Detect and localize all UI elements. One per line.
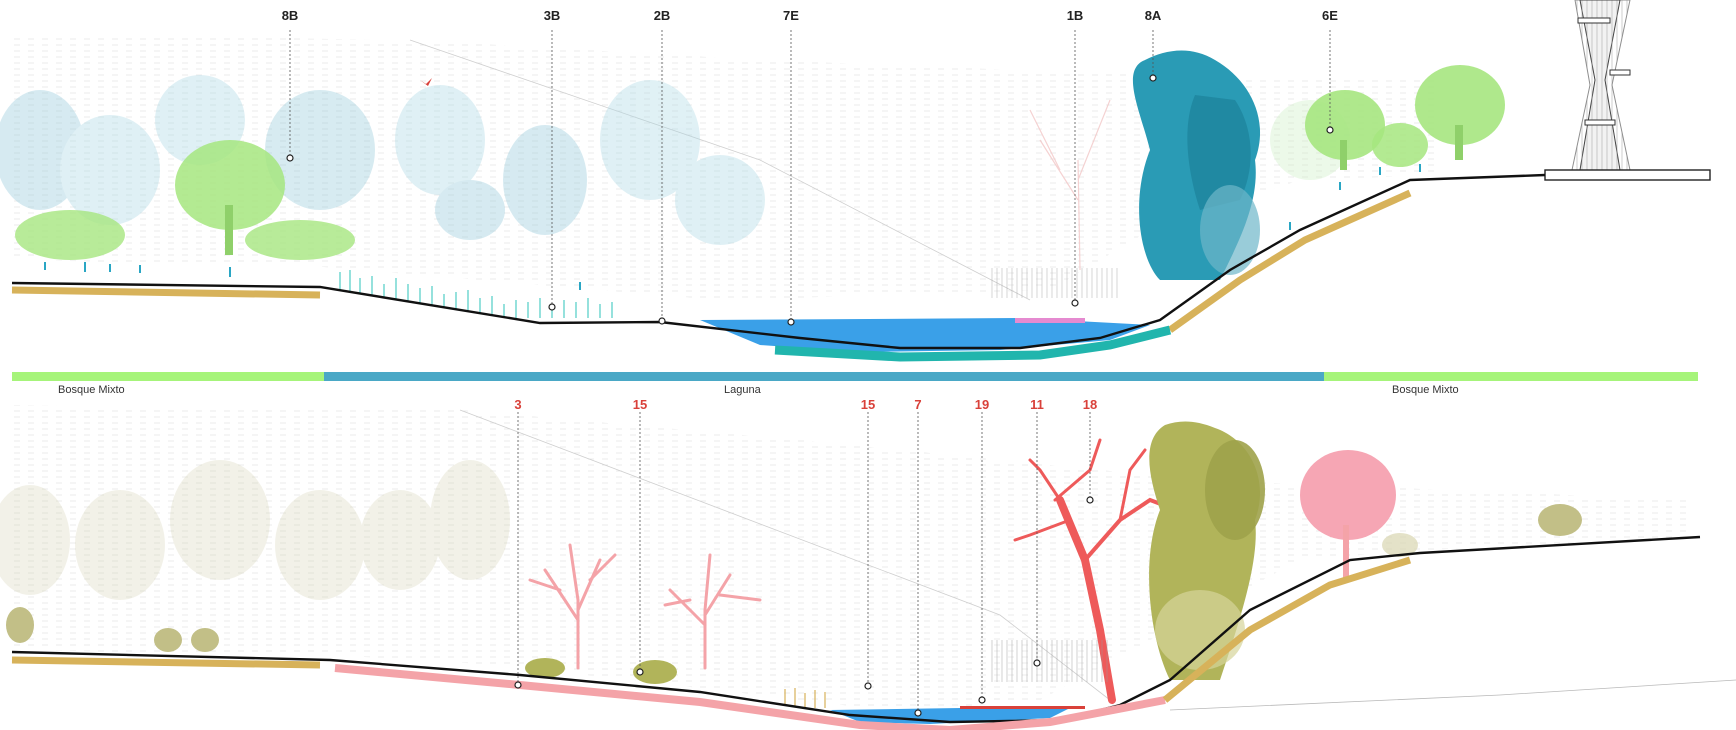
- bottom-olive-tree: [1149, 421, 1265, 680]
- zone-bar: Bosque Mixto Laguna Bosque Mixto: [12, 372, 1698, 396]
- top-teal-tree: [1132, 50, 1261, 280]
- top-teal-edge: [774, 325, 1172, 362]
- bottom-pink-tree: [1300, 450, 1396, 580]
- zone-label-laguna: Laguna: [724, 384, 762, 396]
- top-marker-dots: [286, 74, 1334, 326]
- bottom-terrain-line: [1169, 679, 1736, 711]
- marker-label-8a: 8A: [1145, 8, 1162, 23]
- marker-label-1b: 1B: [1067, 8, 1084, 23]
- top-bank-left: [11, 286, 321, 299]
- bottom-bank-left: [11, 656, 321, 669]
- observation-tower: [1544, 0, 1711, 181]
- bottom-reeds: [784, 688, 826, 708]
- zone-bar-laguna: [324, 372, 1324, 381]
- top-boardwalk: [990, 268, 1120, 298]
- bottom-leaders: [517, 412, 1091, 713]
- top-water: [700, 318, 1150, 352]
- marker-label-15b: 15: [861, 397, 875, 412]
- top-green-trees: [15, 65, 1505, 260]
- top-marker-labels: 8B 3B 2B 7E 1B 8A 6E: [282, 8, 1339, 23]
- bottom-hatched-fill: [500, 640, 1000, 700]
- top-reeds: [339, 270, 613, 318]
- top-pink-marker: [1015, 318, 1085, 323]
- bottom-marker-dots: [514, 496, 1094, 717]
- marker-label-3: 3: [514, 397, 521, 412]
- top-sky-hatch: [12, 35, 1440, 300]
- bottom-bank-right: [1162, 556, 1412, 703]
- marker-label-18: 18: [1083, 397, 1097, 412]
- bottom-marker-labels: 3 15 15 7 19 11 18: [514, 397, 1097, 412]
- top-background-trees: [0, 75, 1350, 245]
- marker-label-15a: 15: [633, 397, 647, 412]
- bottom-background-trees: [0, 460, 510, 600]
- top-faint-pink-tree: [1029, 99, 1111, 271]
- marker-label-11: 11: [1030, 397, 1044, 412]
- zone-bar-bosque-left: [12, 372, 324, 381]
- marker-label-8b: 8B: [282, 8, 299, 23]
- marker-label-7e: 7E: [783, 8, 799, 23]
- marker-label-7: 7: [914, 397, 921, 412]
- bird-icon: [420, 78, 432, 86]
- bottom-shrubs: [6, 504, 1582, 684]
- top-section: 8B 3B 2B 7E 1B 8A 6E: [0, 0, 1711, 362]
- top-leaders: [289, 30, 1331, 322]
- marker-label-3b: 3B: [544, 8, 561, 23]
- marker-label-19: 19: [975, 397, 989, 412]
- marker-label-2b: 2B: [654, 8, 671, 23]
- bottom-section: 3 15 15 7 19 11 18: [0, 397, 1736, 730]
- top-slope-line: [409, 39, 1031, 301]
- zone-label-bosque-right: Bosque Mixto: [1392, 384, 1459, 396]
- top-bank-right: [1167, 189, 1412, 333]
- marker-label-6e: 6E: [1322, 8, 1338, 23]
- top-ground-line: [11, 173, 1546, 350]
- bottom-boardwalk: [990, 640, 1110, 682]
- zone-bar-bosque-right: [1324, 372, 1698, 381]
- zone-label-bosque-left: Bosque Mixto: [58, 384, 125, 396]
- bottom-pink-bare-trees: [528, 543, 762, 670]
- bottom-red-marker: [960, 706, 1085, 709]
- top-posts: [44, 164, 1421, 290]
